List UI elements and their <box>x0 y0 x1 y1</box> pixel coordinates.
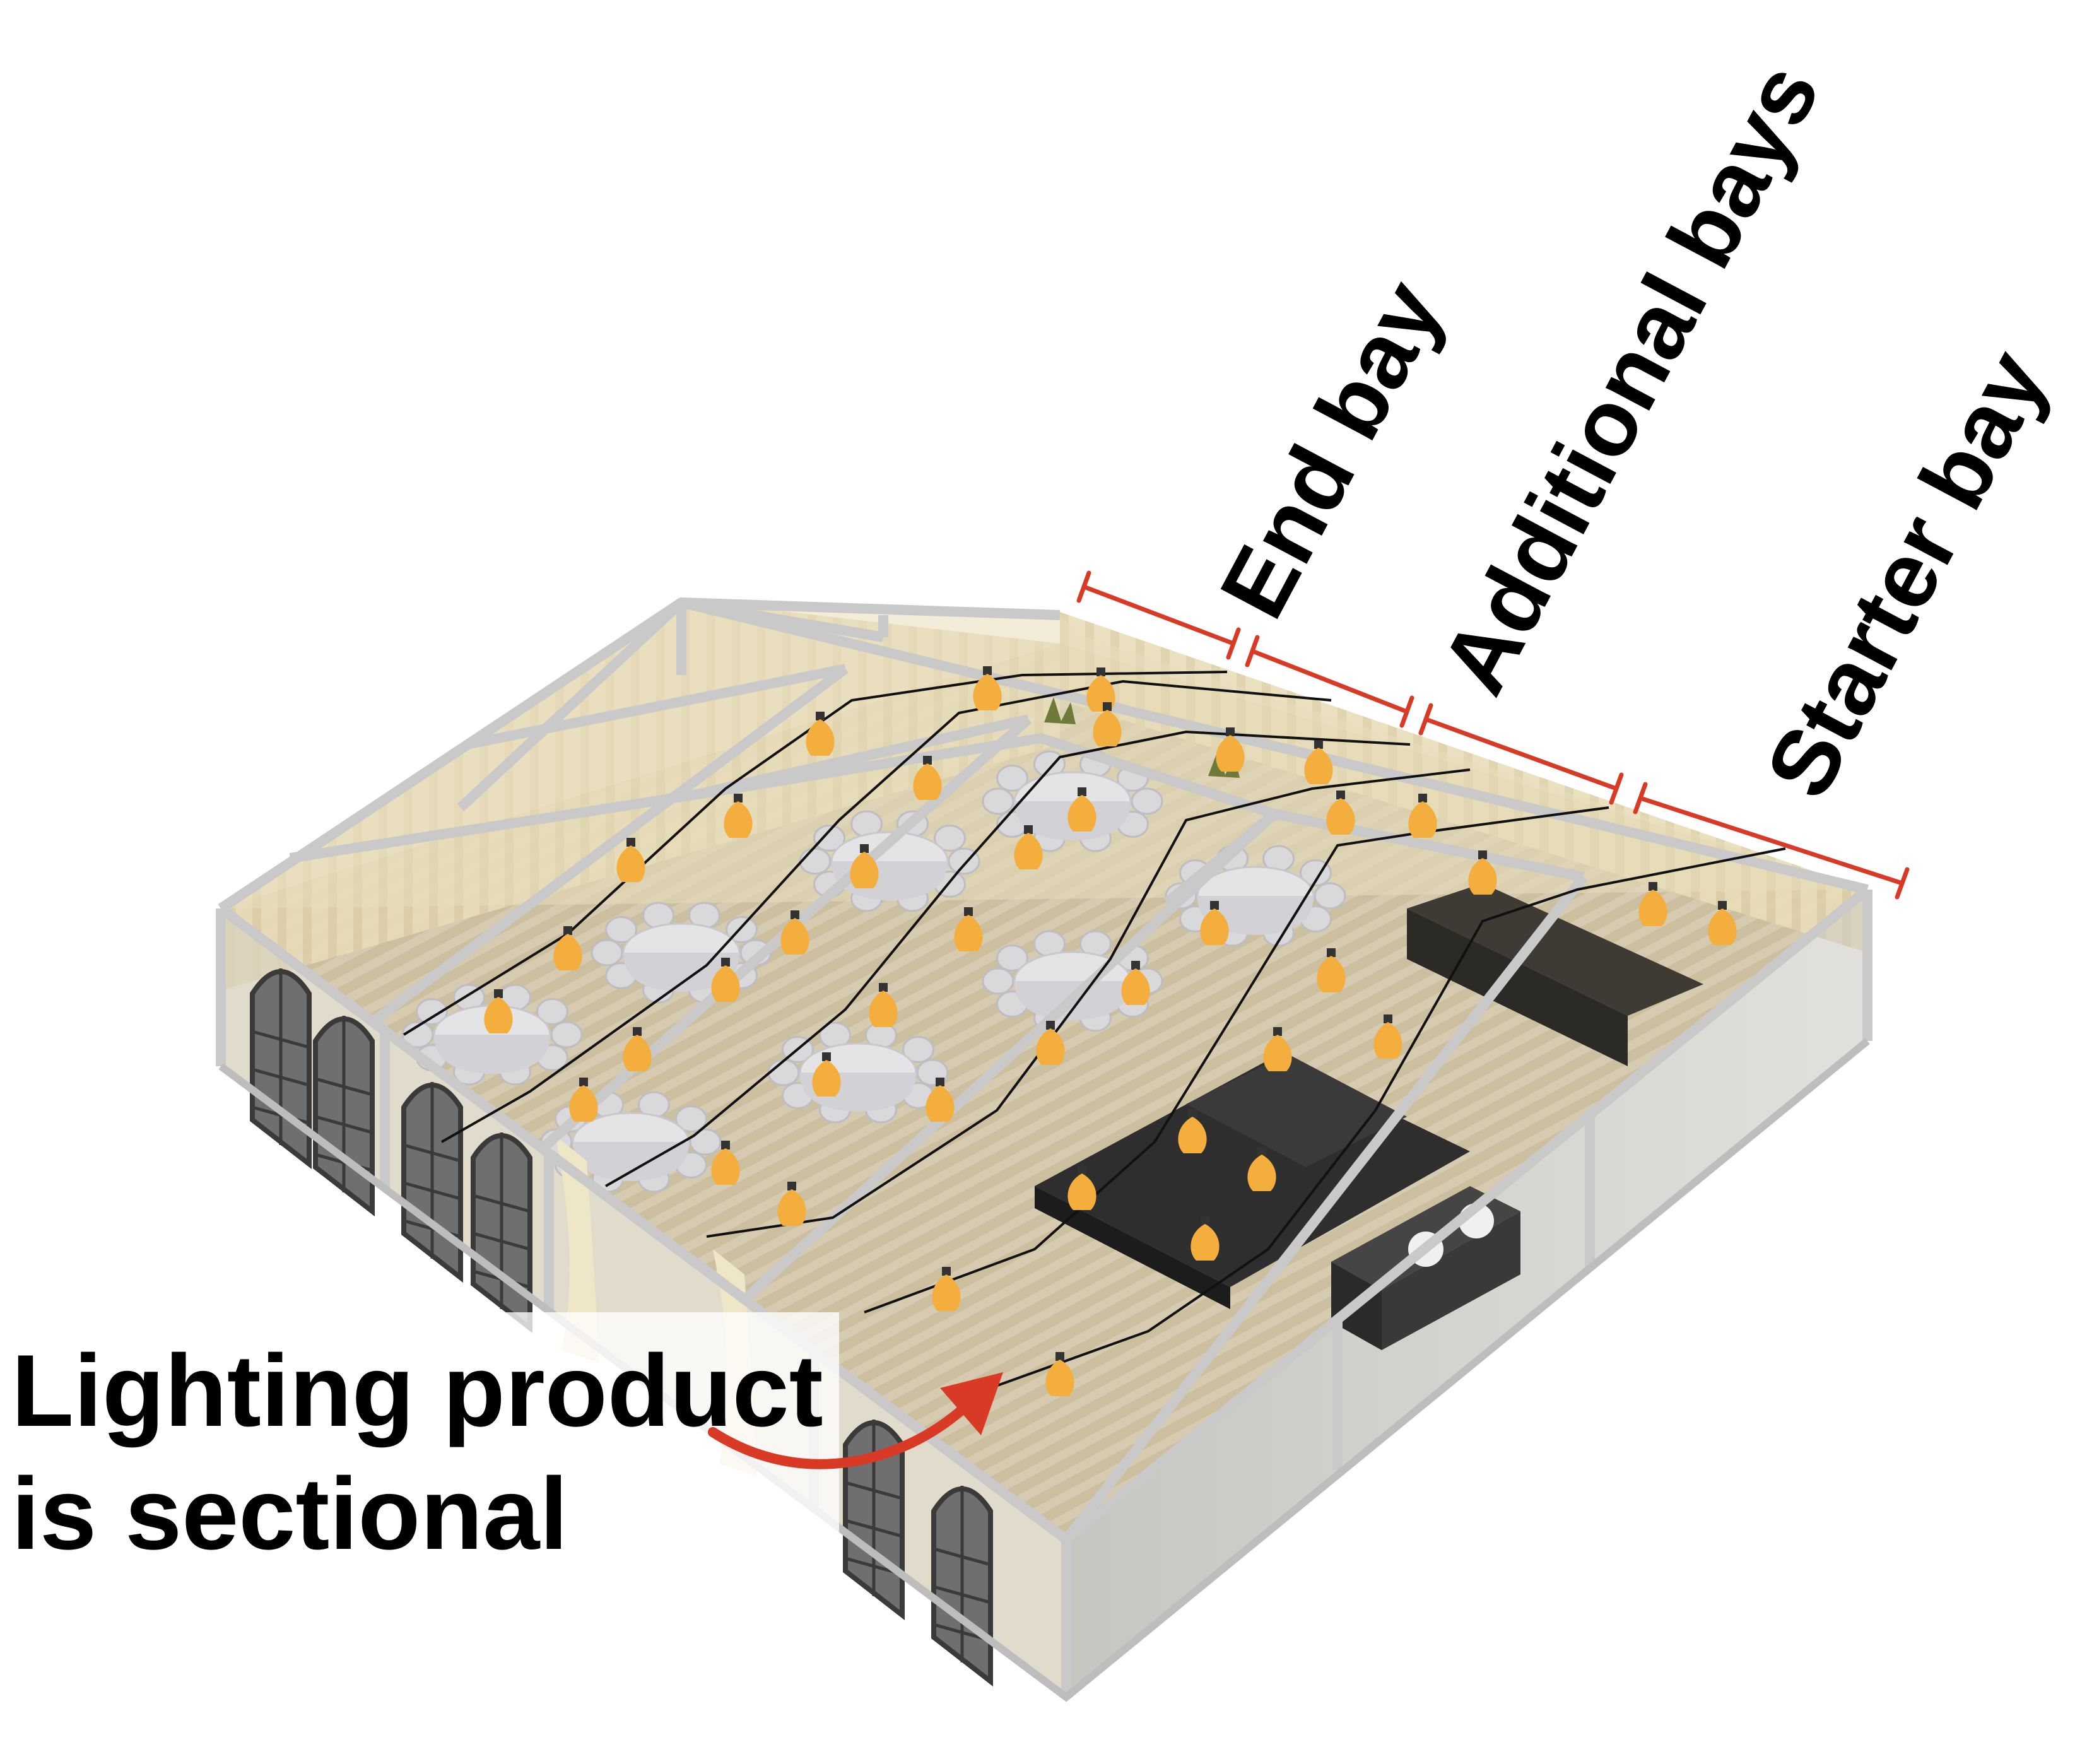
bulb-icon <box>711 958 740 1002</box>
bulb-icon <box>484 989 513 1033</box>
bulb-icon <box>1190 1216 1220 1261</box>
note-backdrop <box>0 1312 839 1609</box>
light-string <box>605 731 1411 1187</box>
additional-bays-bracket <box>1245 635 1624 805</box>
bulb-icon <box>1045 1352 1074 1396</box>
bulb-icon <box>932 1267 961 1311</box>
arched-window <box>931 1486 993 1687</box>
curved-arrow-icon <box>708 1372 1003 1469</box>
bulb-icon <box>1036 1021 1065 1065</box>
bulb-icon <box>780 910 809 955</box>
tent <box>216 597 1872 1702</box>
bulb-icon <box>1216 727 1245 772</box>
bulb-icon <box>812 1052 841 1097</box>
bulb-icon <box>1326 791 1355 835</box>
bar-counter <box>1407 883 1703 1066</box>
light-string <box>990 847 1786 1389</box>
bulb-icon <box>623 1027 652 1071</box>
note-line-1: Lighting product <box>11 1334 823 1448</box>
starter-bay-label: Starter bay <box>1746 334 2067 814</box>
bulb-icon <box>1178 1109 1207 1153</box>
bulb-icon <box>954 907 983 951</box>
bulb-icon <box>569 1078 598 1122</box>
bulb-icon <box>777 1182 806 1226</box>
bulb-icon <box>913 756 942 800</box>
light-string <box>706 768 1471 1238</box>
bulb-icon <box>1014 825 1043 869</box>
bulb-icon <box>1373 1014 1402 1059</box>
arched-window <box>471 1132 532 1334</box>
bulb-icon <box>1067 787 1096 832</box>
end-bay-label: End bay <box>1201 264 1463 634</box>
bulb-icon <box>926 1078 955 1122</box>
arched-window <box>401 1082 463 1283</box>
bulb-icon <box>973 666 1002 710</box>
bay-brackets <box>1076 570 1910 900</box>
round-table-icon <box>401 984 583 1086</box>
bulb-icon <box>1317 948 1346 992</box>
light-string <box>441 680 1332 1143</box>
bulb-icon <box>869 983 898 1027</box>
bulb-icon <box>1200 901 1229 945</box>
bulb-icon <box>850 844 879 888</box>
arched-window <box>250 968 312 1170</box>
arched-window <box>313 1016 375 1217</box>
bulb-icon <box>1247 1147 1276 1191</box>
bulb-icon <box>711 1141 740 1185</box>
bulb-icon <box>1468 850 1497 895</box>
end-bay-bracket <box>1076 570 1241 660</box>
bulb-icon <box>1093 702 1122 746</box>
bulb-icon <box>1708 901 1737 945</box>
additional-bays-label: Additional bays <box>1421 47 1840 710</box>
bulb-icon <box>724 794 753 838</box>
bulb-icon <box>553 926 582 970</box>
bulb-icon <box>1067 1166 1096 1210</box>
bulb-icon <box>1304 740 1333 784</box>
starter-bay-bracket <box>1633 782 1910 900</box>
bulb-icon <box>1408 794 1437 838</box>
arched-windows <box>250 968 993 1687</box>
bulb-icon <box>1638 882 1667 926</box>
bulb-icon <box>616 838 645 882</box>
bulb-icon <box>1121 961 1150 1005</box>
bulb-icon <box>806 712 835 756</box>
string-lights <box>403 666 1786 1396</box>
bulb-icon <box>1263 1027 1292 1071</box>
light-string <box>403 671 1228 1036</box>
tent-base <box>218 1038 1870 1702</box>
note-line-2: is sectional <box>11 1457 568 1571</box>
